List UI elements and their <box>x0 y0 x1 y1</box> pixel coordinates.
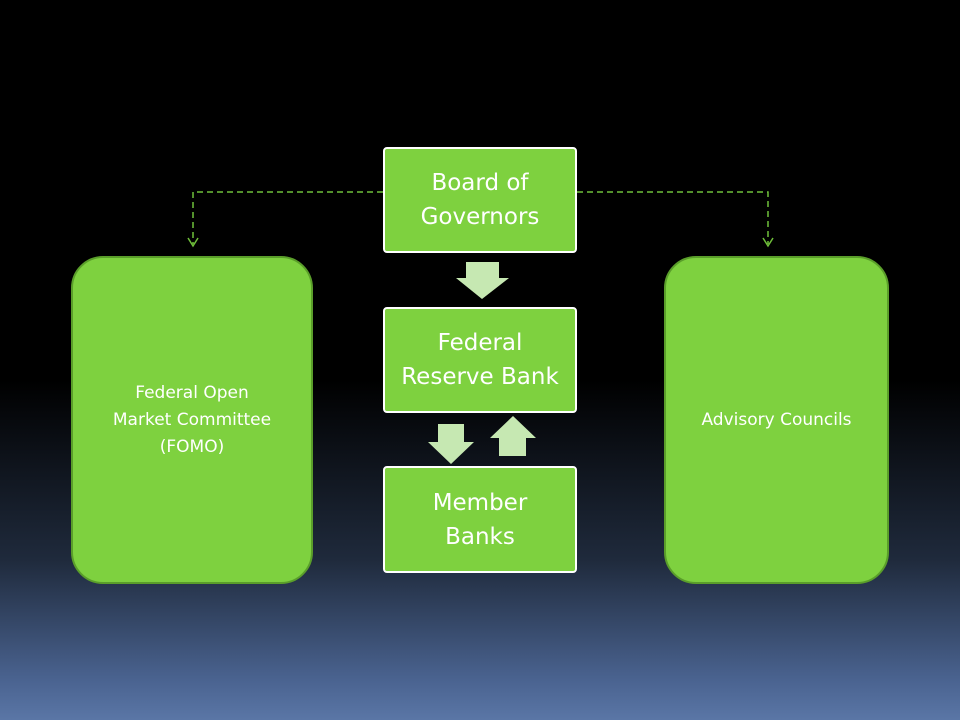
federal-reserve-bank-label: Federal Reserve Bank <box>401 330 559 390</box>
dashed-connector-left <box>192 191 383 244</box>
advisory-councils-node: Advisory Councils <box>664 256 889 584</box>
federal-reserve-bank-node: Federal Reserve Bank <box>383 307 577 413</box>
up-arrow-members-to-reserve <box>490 416 536 456</box>
board-of-governors-node: Board of Governors <box>383 147 577 253</box>
down-arrow-board-to-reserve <box>456 262 509 299</box>
advisory-councils-label: Advisory Councils <box>701 409 852 430</box>
fomc-node: Federal Open Market Committee (FOMO) <box>71 256 313 584</box>
board-of-governors-label: Board of Governors <box>420 170 540 230</box>
dashed-connector-right <box>577 191 769 244</box>
member-banks-node: Member Banks <box>383 466 577 573</box>
down-arrow-reserve-to-members <box>428 424 474 464</box>
fomc-label: Federal Open Market Committee (FOMO) <box>112 382 272 457</box>
arrowhead-left <box>187 237 199 248</box>
member-banks-label: Member Banks <box>432 489 528 550</box>
arrowhead-right <box>762 237 774 248</box>
